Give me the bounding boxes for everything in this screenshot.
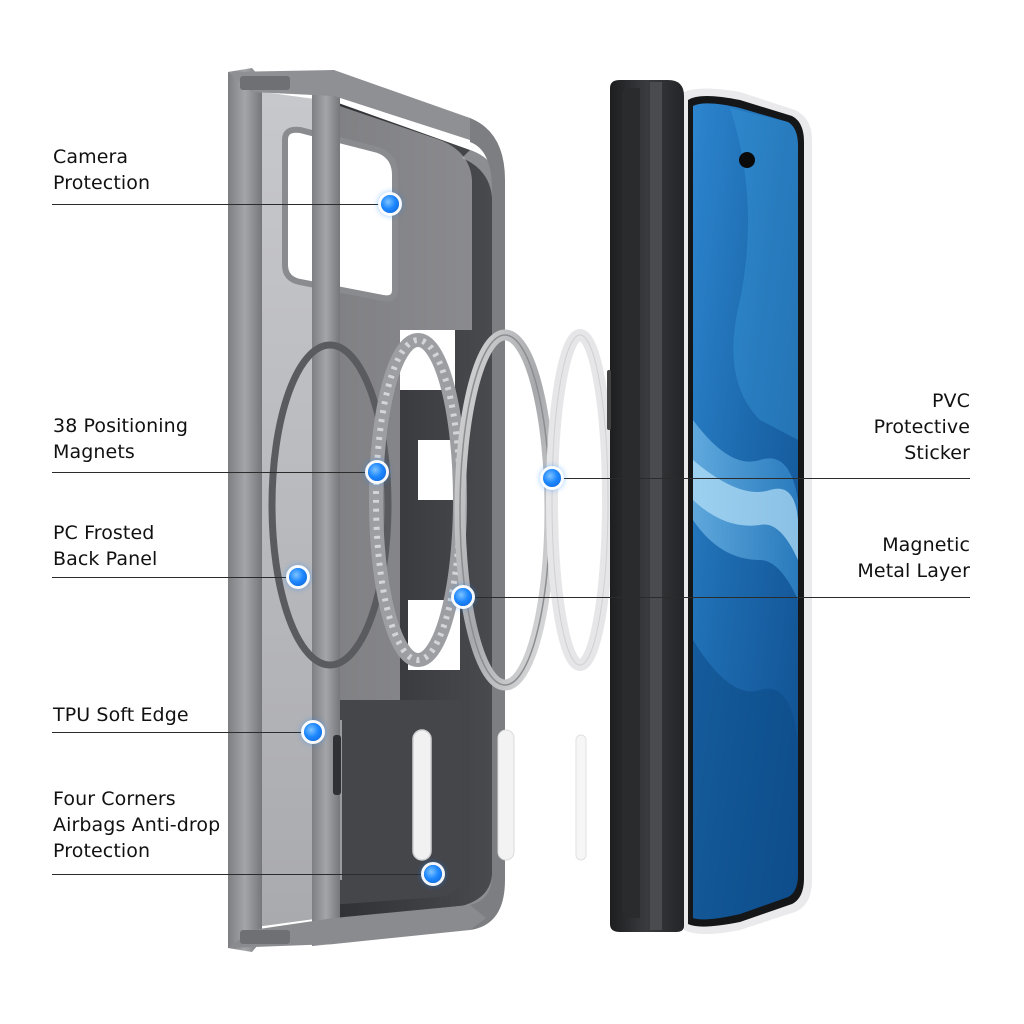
leader-line-tpu-edge bbox=[52, 732, 313, 733]
back-panel-label: PC Frosted Back Panel bbox=[53, 522, 158, 570]
tpu-soft-edge-dot-icon bbox=[304, 723, 322, 741]
metal-layer-label: Magnetic Metal Layer bbox=[857, 534, 970, 582]
pvc-sticker-dot-icon bbox=[543, 469, 561, 487]
pvc-sticker-ring bbox=[546, 329, 614, 671]
positioning-magnets-label: 38 Positioning Magnets bbox=[53, 415, 188, 463]
metal-layer-dot-icon bbox=[454, 588, 472, 606]
leader-line-camera bbox=[52, 204, 390, 205]
leader-line-magnets bbox=[52, 472, 377, 473]
leader-line-airbags bbox=[52, 874, 433, 875]
smartphone bbox=[607, 80, 812, 934]
airbags-dot-icon bbox=[424, 865, 442, 883]
camera-protection-dot-icon bbox=[381, 195, 399, 213]
leader-line-metal-layer bbox=[463, 597, 970, 598]
airbags-label: Four Corners Airbags Anti-drop Protectio… bbox=[53, 788, 221, 862]
back-panel-dot-icon bbox=[289, 568, 307, 586]
tpu-soft-edge-label: TPU Soft Edge bbox=[53, 704, 189, 726]
pvc-sticker-label: PVC Protective Sticker bbox=[873, 390, 970, 464]
leader-line-pvc-sticker bbox=[552, 478, 970, 479]
phone-case bbox=[228, 68, 505, 952]
leader-line-back-panel bbox=[52, 577, 298, 578]
camera-protection-label: Camera Protection bbox=[53, 146, 151, 194]
positioning-magnets-dot-icon bbox=[368, 463, 386, 481]
